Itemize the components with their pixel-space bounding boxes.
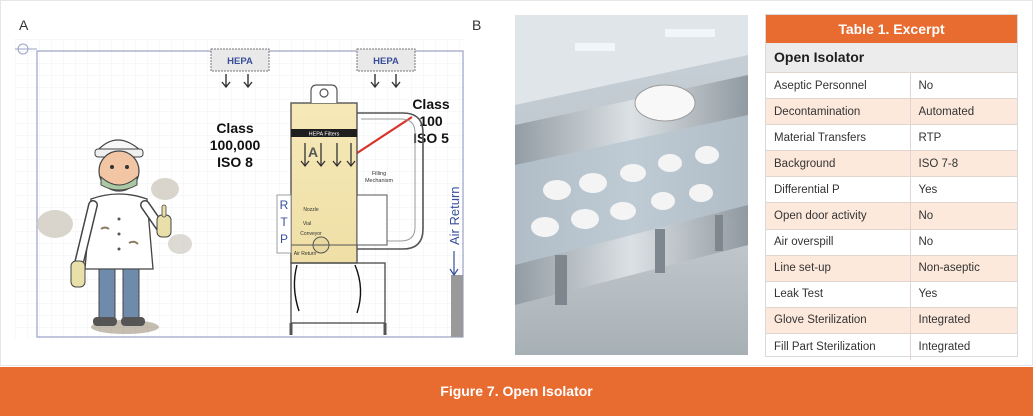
panel-a-label: A: [19, 17, 29, 33]
filling-mechanism-line1: Filling: [372, 171, 386, 177]
grade-a-zone-label: A: [308, 144, 318, 160]
row-value: No: [910, 228, 1017, 256]
table-row: Decontamination Automated: [766, 98, 1017, 125]
row-value: Integrated: [910, 332, 1017, 360]
row-label: Fill Part Sterilization: [766, 332, 911, 360]
cleanroom-worker-illustration: [37, 139, 192, 334]
figure-frame: A B HEPA: [0, 0, 1033, 366]
class-inner-line1: Class: [412, 96, 450, 112]
row-value: Integrated: [910, 306, 1017, 334]
class-inner-line3: ISO 5: [413, 130, 449, 146]
table-row: Aseptic Personnel No: [766, 71, 1017, 99]
table-row: Material Transfers RTP: [766, 124, 1017, 151]
row-value: Yes: [910, 280, 1017, 308]
row-value: No: [910, 202, 1017, 230]
class-inner-line2: 100: [419, 113, 443, 129]
vial-label: Vial: [303, 221, 311, 227]
row-value: Automated: [910, 98, 1017, 125]
class-outer-line3: ISO 8: [217, 154, 253, 170]
row-label: Differential P: [766, 176, 911, 203]
nozzle-label: Nozzle: [303, 207, 319, 213]
class-outer-line2: 100,000: [210, 137, 261, 153]
table-row: Differential P Yes: [766, 176, 1017, 203]
rtp-letter-t: T: [280, 215, 288, 229]
hepa-label-left: HEPA: [227, 56, 253, 67]
row-value: RTP: [910, 124, 1017, 151]
row-label: Line set-up: [766, 254, 911, 282]
table-title: Table 1. Excerpt: [766, 15, 1017, 43]
row-value: ISO 7-8: [910, 150, 1017, 177]
row-label: Glove Sterilization: [766, 306, 911, 334]
row-label: Open door activity: [766, 202, 911, 230]
hepa-box-right: HEPA: [356, 48, 416, 89]
row-value: No: [910, 71, 1017, 99]
table-row: Air overspill No: [766, 228, 1017, 256]
rtp-letter-r: R: [280, 198, 289, 212]
row-value: Yes: [910, 176, 1017, 203]
table-row: Glove Sterilization Integrated: [766, 306, 1017, 334]
isolator-photo: [515, 15, 748, 355]
isolator-schematic: HEPA HEPA Class 100,000 ISO 8 Class 100 …: [15, 39, 465, 339]
row-value: Non-aseptic: [910, 254, 1017, 282]
table-row: Line set-up Non-aseptic: [766, 254, 1017, 282]
hepa-filters-label: HEPA Filters: [309, 132, 340, 138]
air-return-label: Air Return: [447, 186, 462, 245]
table-subtitle: Open Isolator: [766, 43, 1017, 72]
row-label: Material Transfers: [766, 124, 911, 151]
figure-caption: Figure 7. Open Isolator: [0, 367, 1033, 416]
table-row: Background ISO 7-8: [766, 150, 1017, 177]
row-label: Air overspill: [766, 228, 911, 256]
table-row: Leak Test Yes: [766, 280, 1017, 308]
air-return-small-label: Air Return: [294, 251, 317, 257]
table-row: Fill Part Sterilization Integrated: [766, 332, 1017, 360]
comparison-table: Table 1. Excerpt Open Isolator Aseptic P…: [765, 14, 1018, 360]
filling-mechanism-line2: Mechanism: [365, 178, 394, 184]
row-label: Aseptic Personnel: [766, 71, 911, 99]
table-body: Aseptic Personnel No Decontamination Aut…: [766, 71, 1017, 360]
hepa-label-right: HEPA: [373, 56, 399, 67]
isolator-machine: HEPA Filters A Filling Mechanism Nozzle …: [276, 84, 424, 335]
hepa-box-left: HEPA: [210, 48, 270, 89]
row-label: Background: [766, 150, 911, 177]
conveyor-label: Conveyor: [300, 231, 322, 237]
rtp-letter-p: P: [280, 232, 288, 246]
table-row: Open door activity No: [766, 202, 1017, 230]
row-label: Leak Test: [766, 280, 911, 308]
class-outer-line1: Class: [216, 120, 254, 136]
panel-b-label: B: [472, 17, 482, 33]
row-label: Decontamination: [766, 98, 911, 125]
